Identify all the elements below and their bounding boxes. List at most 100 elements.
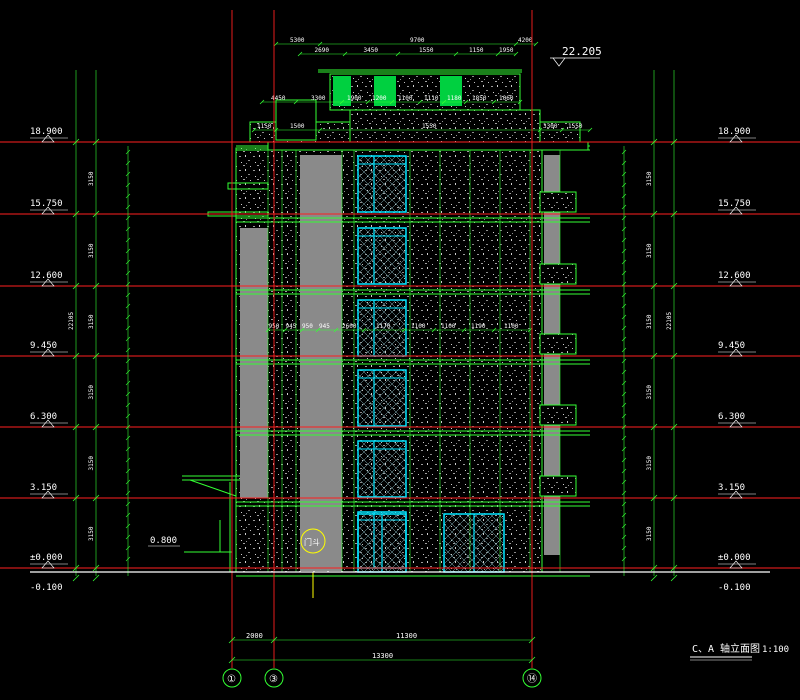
dim-tick [92, 210, 100, 218]
dim-tick [670, 564, 678, 572]
bottom-dim-tick [228, 636, 236, 644]
dim-subtick [125, 380, 131, 386]
top-sub-dim-label: 1550 [419, 47, 434, 54]
roof-top-level: 22.205 [550, 45, 602, 67]
bottom-dim-tick [528, 656, 536, 664]
dim-subtick [621, 457, 627, 463]
level-marker-left [41, 419, 55, 428]
dim-tick [650, 210, 658, 218]
dim-subtick [125, 160, 131, 166]
roof-dim-tick [491, 99, 497, 105]
dim-label: 3150 [88, 385, 95, 400]
scale-text: 1:100 [762, 645, 789, 655]
floor-dim-label: 950 [302, 323, 313, 330]
dim-subtick [621, 336, 627, 342]
dim-subtick [125, 479, 131, 485]
level-label-left: 3.150 [30, 483, 57, 493]
roof-dim-tick [417, 99, 423, 105]
window [357, 299, 407, 357]
dim-subtick [621, 171, 627, 177]
floor-dim-label: 1170 [376, 323, 391, 330]
level-marker-right [729, 560, 743, 569]
dim-subtick [621, 501, 627, 507]
top-sub-dim-label: 2690 [315, 47, 330, 54]
dim-subtick [621, 534, 627, 540]
dim-tick [72, 138, 80, 146]
dim-tick [650, 423, 658, 431]
roof-window-green-2 [374, 76, 396, 106]
dim-tick [72, 564, 80, 572]
roof-dim-tick [517, 99, 523, 105]
roof-window-green-3 [440, 76, 462, 106]
level-label-left: 15.750 [30, 199, 63, 209]
windows [357, 155, 505, 573]
roof-dim-tick [293, 99, 299, 105]
title-text: C、A 轴立面图 [692, 642, 760, 655]
left-wall-strip [240, 228, 268, 498]
dim-subtick [621, 479, 627, 485]
dim-label: 3150 [88, 243, 95, 258]
dim-subtick [125, 281, 131, 287]
top-sub-dim-tick [395, 51, 401, 57]
dim-subtick [125, 424, 131, 430]
level-marker-right [729, 134, 743, 143]
dim-tick [670, 423, 678, 431]
dim-subtick [621, 215, 627, 221]
dim-tick [670, 138, 678, 146]
window [357, 369, 407, 427]
roof-sub-dim-tick [559, 127, 565, 133]
dim-tick [650, 282, 658, 290]
building-facade [235, 145, 606, 577]
dim-tick [650, 138, 658, 146]
dim-subtick [621, 325, 627, 331]
dim-tick [72, 282, 80, 290]
dim-subtick [621, 204, 627, 210]
dim-subtick [621, 182, 627, 188]
top-sub-dim-tick [513, 51, 519, 57]
roof-dim-tick [259, 99, 265, 105]
dim-subtick [621, 281, 627, 287]
dim-tick [92, 138, 100, 146]
roof-dim-label: 1900 [347, 95, 362, 102]
top-dim-label: 9700 [410, 37, 425, 44]
dim-subtick [621, 347, 627, 353]
dim-subtick [621, 259, 627, 265]
floor-dimension-chain: 950945950945260011701100110011901100 [265, 323, 533, 333]
entrance-canopy [182, 182, 269, 572]
roof-window-green-1 [333, 76, 351, 106]
top-sub-dim-tick [495, 51, 501, 57]
floor-dim-label: 1100 [411, 323, 426, 330]
dim-subtick [621, 556, 627, 562]
right-wall-strip [544, 155, 560, 555]
ground-window [443, 513, 505, 573]
dim-tick [670, 210, 678, 218]
dim-subtick [125, 259, 131, 265]
roof-sub-dim-tick [273, 127, 279, 133]
dim-subtick [621, 369, 627, 375]
level-marker-right [729, 206, 743, 215]
grid-axis-bubble [264, 668, 284, 688]
level-label-right: 18.900 [718, 127, 751, 137]
roof-sub-dim-label: 1550 [568, 123, 583, 130]
grid-axis-label: ③ [269, 674, 278, 685]
roof-structure [249, 69, 589, 151]
floor-dim-tick [361, 327, 367, 333]
level-label-left: 18.900 [30, 127, 63, 137]
dim-subtick [621, 292, 627, 298]
level-marker-right [729, 278, 743, 287]
floor-dim-label: 1190 [471, 323, 486, 330]
dim-subtick [621, 435, 627, 441]
grid-axis-bubble [222, 668, 242, 688]
top-dim-tick [317, 41, 323, 47]
window-frame [357, 299, 407, 357]
dim-tick [92, 574, 100, 582]
entrance-marker: 门斗 [300, 528, 326, 598]
dim-label: 3150 [88, 171, 95, 186]
canopy-level-label: 0.800 [150, 536, 177, 546]
dim-tick [670, 574, 678, 582]
roof-sub-dim-label: 1150 [257, 123, 272, 130]
dim-subtick [621, 248, 627, 254]
dim-subtick [621, 523, 627, 529]
roof-dim-label: 1110 [424, 95, 439, 102]
